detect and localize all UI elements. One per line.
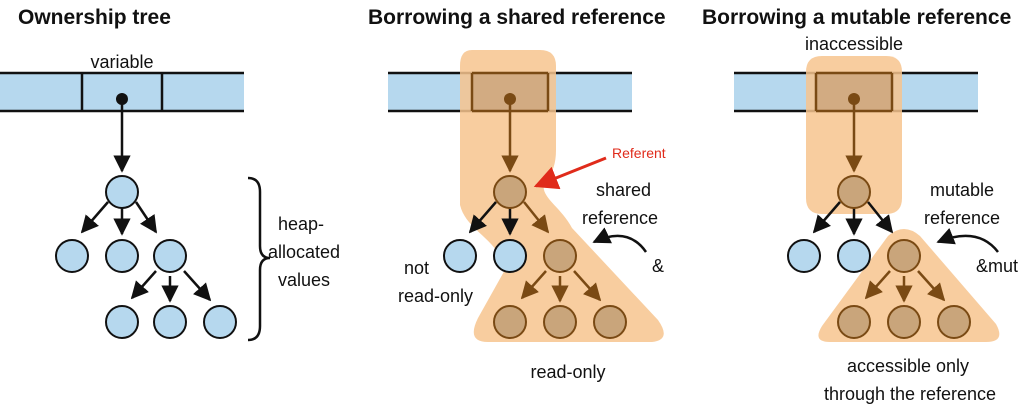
tree-node — [887, 305, 921, 339]
tree-node — [55, 239, 89, 273]
mutable-nodes — [787, 175, 971, 339]
mutable-ref-arrow — [936, 228, 999, 253]
tree-node — [837, 239, 871, 273]
referent-arrow — [533, 156, 607, 190]
shared-edges — [468, 99, 602, 303]
tree-node — [105, 239, 139, 273]
tree-node — [105, 305, 139, 339]
ampersand-mut-label: &mut — [976, 256, 1018, 276]
shared-ref-arrow — [592, 227, 648, 253]
tree-node — [593, 305, 627, 339]
tree-node — [837, 175, 871, 209]
tree-node — [543, 239, 577, 273]
not-readonly-line-2: read-only — [398, 286, 473, 306]
shared-ref-line-2: reference — [582, 208, 658, 228]
shared-panel: Borrowing a shared reference — [368, 6, 666, 382]
tree-node — [837, 305, 871, 339]
readonly-label: read-only — [530, 362, 605, 382]
heap-label-line-1: heap- — [278, 214, 324, 234]
shared-nodes — [443, 175, 627, 339]
inaccessible-label: inaccessible — [805, 34, 903, 54]
ownership-nodes — [55, 175, 237, 339]
mutable-title: Borrowing a mutable reference — [702, 6, 1011, 29]
shared-title: Borrowing a shared reference — [368, 6, 666, 29]
heap-label-line-3: values — [278, 270, 330, 290]
tree-node — [543, 305, 577, 339]
tree-node — [887, 239, 921, 273]
shared-ref-line-1: shared — [596, 180, 651, 200]
referent-label: Referent — [612, 145, 666, 161]
mutable-ref-line-1: mutable — [930, 180, 994, 200]
mutable-ref-line-2: reference — [924, 208, 1000, 228]
heap-brace — [247, 176, 271, 342]
mutable-panel: Borrowing a mutable reference inaccessib… — [702, 6, 1018, 404]
accessible-line-2: through the reference — [824, 384, 996, 404]
tree-node — [493, 305, 527, 339]
ampersand-label: & — [652, 256, 664, 276]
tree-node — [443, 239, 477, 273]
tree-node — [493, 239, 527, 273]
tree-node — [203, 305, 237, 339]
referent-node — [493, 175, 527, 209]
heap-label-line-2: allocated — [268, 242, 340, 262]
tree-node — [787, 239, 821, 273]
accessible-line-1: accessible only — [847, 356, 969, 376]
variable-label: variable — [90, 52, 153, 72]
ownership-panel: Ownership tree variable — [0, 6, 340, 342]
ownership-title: Ownership tree — [18, 6, 171, 29]
tree-node — [153, 239, 187, 273]
tree-node — [105, 175, 139, 209]
not-readonly-line-1: not — [404, 258, 429, 278]
mutable-edges — [812, 99, 946, 303]
tree-node — [937, 305, 971, 339]
tree-node — [153, 305, 187, 339]
ownership-edges — [80, 99, 212, 303]
